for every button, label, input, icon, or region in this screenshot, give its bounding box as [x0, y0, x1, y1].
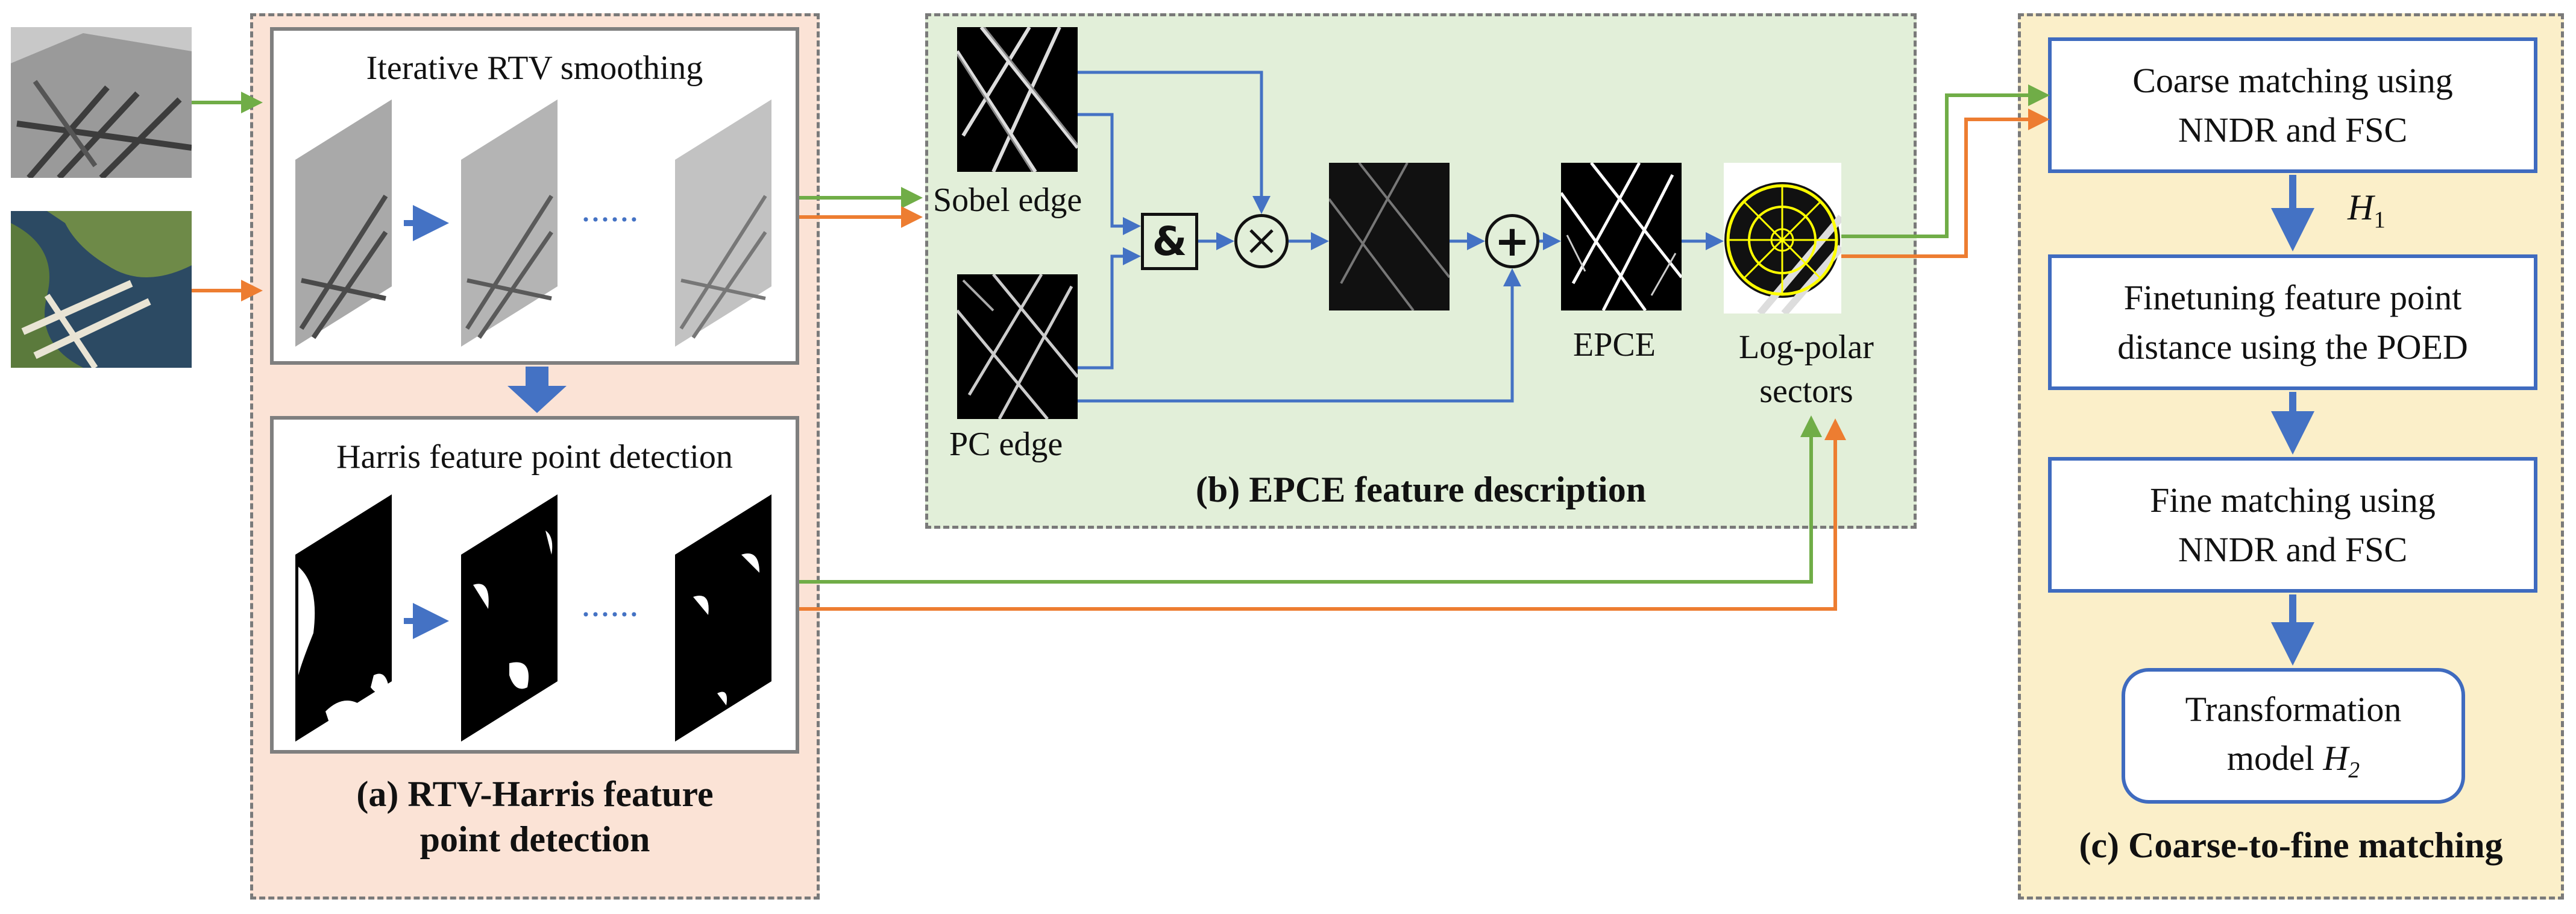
transform-line2-prefix: model	[2226, 739, 2323, 778]
arrow-sobel-to-and	[1078, 113, 1141, 235]
sobel-edge-image	[957, 27, 1078, 172]
arrow-rtv-to-harris	[507, 367, 567, 413]
product-image	[1329, 163, 1450, 310]
epce-label: EPCE	[1573, 326, 1656, 364]
sobel-edge-label: Sobel edge	[933, 181, 1082, 219]
arrow-harris-orange-out	[799, 418, 1846, 611]
harris-title: Harris feature point detection	[336, 438, 733, 476]
arrow-pc-to-add	[1078, 268, 1521, 403]
rtv-image-3	[675, 99, 771, 347]
multiply-operator: ⊗	[1234, 214, 1289, 268]
coarse-line2: NNDR and FSC	[2178, 110, 2408, 150]
fine-line1: Fine matching using	[2150, 481, 2436, 520]
multiply-icon	[1249, 229, 1274, 253]
epce-image	[1561, 163, 1682, 310]
panel-a-title-line1: (a) RTV-Harris feature	[356, 774, 714, 814]
rtv-title: Iterative RTV smoothing	[366, 49, 703, 87]
add-operator: +	[1485, 214, 1539, 268]
harris-image-3	[675, 494, 771, 742]
panel-a-title-line2: point detection	[419, 819, 650, 859]
transform-line1: Transformation	[2185, 690, 2402, 730]
h1-label: H1	[2348, 187, 2386, 233]
transform-line2: model H2	[2185, 734, 2402, 786]
panel-c-title: (c) Coarse-to-fine matching	[2079, 825, 2503, 865]
finetune-box: Finetuning feature point distance using t…	[2048, 254, 2537, 390]
pc-edge-label: PC edge	[949, 426, 1063, 463]
arrow-logpolar-green-out	[1841, 84, 2050, 238]
input-optical-image	[11, 211, 192, 368]
log-polar-label: Log-polar sectors	[1739, 326, 1874, 414]
h1-sub: 1	[2373, 207, 2386, 233]
finetune-line2: distance using the POED	[2117, 327, 2468, 367]
rtv-image-2	[461, 99, 558, 347]
h1-letter: H	[2348, 188, 2374, 227]
arrow-logpolar-orange-out	[1841, 109, 2050, 258]
pc-edge-image	[957, 274, 1078, 419]
log-polar-label-line2: sectors	[1759, 372, 1853, 410]
panel-b-title: (b) EPCE feature description	[1195, 470, 1647, 509]
input-sar-image	[11, 27, 192, 178]
fine-line2: NNDR and FSC	[2178, 529, 2408, 569]
log-polar-label-line1: Log-polar	[1739, 329, 1874, 366]
harris-dots: ······	[580, 594, 640, 634]
log-polar-image	[1724, 163, 1841, 314]
arrow-sobel-to-multiply	[1078, 71, 1271, 214]
coarse-line1: Coarse matching using	[2132, 61, 2453, 101]
h2-letter: H	[2323, 739, 2349, 778]
and-operator: &	[1141, 213, 1198, 270]
arrow-pc-to-and	[1078, 247, 1141, 370]
rtv-dots: ······	[580, 200, 640, 239]
panel-a-title: (a) RTV-Harris feature point detection	[250, 772, 820, 862]
rtv-image-1	[295, 99, 392, 347]
harris-image-1	[295, 494, 392, 742]
arrow-harris-green-out	[799, 415, 1822, 584]
harris-image-2	[461, 494, 558, 742]
finetune-line1: Finetuning feature point	[2123, 278, 2462, 318]
h2-sub: 2	[2348, 758, 2360, 783]
